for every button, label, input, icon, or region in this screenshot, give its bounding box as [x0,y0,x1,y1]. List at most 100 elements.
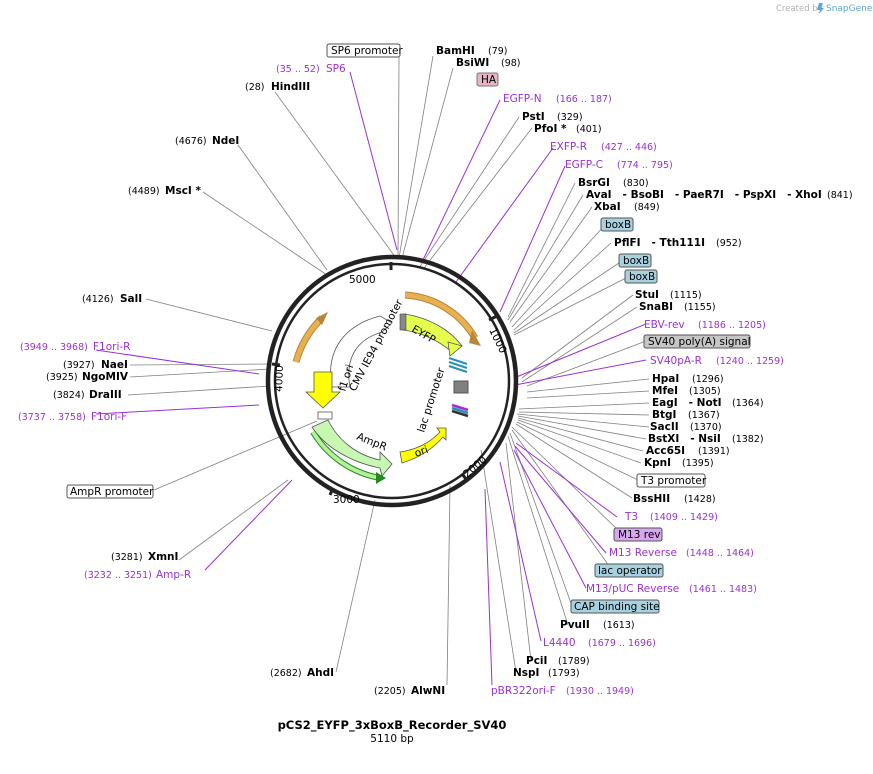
t3-name: T3 [624,511,638,523]
msci-name: MscI * [165,185,201,197]
leader-lines [127,55,650,686]
ampr-primer-pos: (3232 .. 3251) [84,570,152,581]
bamhi-pos: (79) [488,46,508,57]
kpni-name: KpnI [644,457,671,469]
alwni-name: AlwNI [411,685,445,697]
lac-operator-box [594,563,664,578]
tick-4000: 4000 [273,365,286,392]
m13puc-pos: (1461 .. 1483) [689,584,757,595]
ahdi-name: AhdI [307,667,334,679]
lac-operator-label: lac operator [598,565,662,577]
bstxi-line: BstXI - NsiI [648,433,721,445]
tick-3000: 3000 [333,494,360,506]
pcii-pos: (1789) [558,656,590,667]
hpai-name: HpaI [652,373,679,385]
sali-pos: (4126) [82,294,114,305]
backbone-arrows [292,291,481,484]
l4440-name: L4440 [543,637,576,649]
bsiwi-pos: (98) [501,58,521,69]
sp6-primer-name: SP6 [326,63,346,75]
hpai-pos: (1296) [692,374,724,385]
f1orif-pos: (3737 .. 3758) [18,412,86,423]
draiii-pos: (3824) [53,390,85,401]
btgi-name: BtgI [652,409,676,421]
pfoi-pos: (401) [576,124,602,135]
nspi-pos: (1793) [548,668,580,679]
ndei-pos: (4676) [175,136,207,147]
sv40polya-box [643,334,751,349]
bsshii-pos: (1428) [684,494,716,505]
sv40par-pos: (1240 .. 1259) [716,356,784,367]
sp6-promoter-label: SP6 promoter [331,45,403,57]
nspi-name: NspI [513,667,539,679]
m13reverse-pos: (1448 .. 1464) [686,548,754,559]
feature-boxb-cluster [399,313,407,331]
sali-name: SalI [120,293,142,305]
naei-pos: (3927) [63,360,95,371]
boxb2-box [618,253,652,268]
ha-label: HA [481,74,497,86]
f1orir-name: F1ori-R [93,341,130,353]
pflfi-pos: (952) [716,238,742,249]
pfoi-name: PfoI * [534,123,567,135]
eagi-pos: (1364) [732,398,764,409]
psti-name: PstI [522,111,545,123]
pbr322-name: pBR322ori-F [491,685,556,697]
ngomiv-pos: (3925) [46,372,78,383]
tick-5000: 5000 [349,274,376,286]
eagi-line: EagI - NotI [652,397,722,409]
bsshii-name: BssHII [633,493,670,505]
snabi-pos: (1155) [684,302,716,313]
psti-pos: (329) [557,112,583,123]
feature-eyfp [402,313,463,357]
plasmid-size: 5110 bp [370,733,414,745]
pvuii-pos: (1613) [603,620,635,631]
mfei-name: MfeI [652,385,678,397]
ha-box [476,72,499,87]
feature-ori [399,427,447,464]
snabi-name: SnaBI [639,301,673,313]
l4440-pos: (1679 .. 1696) [588,638,656,649]
msci-pos: (4489) [128,186,160,197]
bsiwi-name: BsiWI [456,57,489,69]
stui-pos: (1115) [670,290,702,301]
sp6-promoter-box [326,43,401,58]
m13puc-name: M13/pUC Reverse [586,583,679,595]
boxb3-box [624,269,658,284]
boxb3-label: boxB [629,271,655,283]
egfpc-pos: (774 .. 795) [617,160,673,171]
feature-f1ori [304,371,342,409]
boxb1-label: boxB [605,219,631,231]
boxb2-label: boxB [623,255,649,267]
ngomiv-name: NgoMIV [82,371,129,383]
egfpn-pos: (166 .. 187) [556,94,612,105]
f1orif-name: F1ori-F [91,411,127,423]
t3promoter-box [636,473,706,488]
feature-cmv [330,315,393,388]
ebvrev-pos: (1186 .. 1205) [698,320,766,331]
ahdi-pos: (2682) [270,668,302,679]
bsrgi-name: BsrGI [578,177,610,189]
kpni-pos: (1395) [682,458,714,469]
t3promoter-label: T3 promoter [640,475,707,487]
sp6-primer-pos: (35 .. 52) [276,64,320,75]
m13reverse-name: M13 Reverse [609,547,677,559]
exfpr-name: EXFP-R [550,141,587,153]
bamhi-name: BamHI [436,45,475,57]
egfpc-name: EGFP-C [565,159,603,171]
snapgene-logo-icon [817,3,824,14]
m13rev-box [613,527,663,542]
inner-ori: ori [413,444,430,460]
pflfi-line: PflFI - Tth111I [614,237,705,249]
bsrgi-pos: (830) [623,178,649,189]
alwni-pos: (2205) [374,686,406,697]
acc65i-pos: (1391) [698,446,730,457]
plasmid-title: pCS2_EYFP_3xBoxB_Recorder_SV40 [278,718,507,733]
xmni-pos: (3281) [111,552,143,563]
xmni-name: XmnI [148,551,178,563]
hindiii-pos: (28) [245,82,265,93]
btgi-pos: (1367) [688,410,720,421]
xbai-name: XbaI [594,201,621,213]
inner-lac-promoter: lac promoter [415,366,447,434]
cap-site-label: CAP binding site [574,601,660,613]
